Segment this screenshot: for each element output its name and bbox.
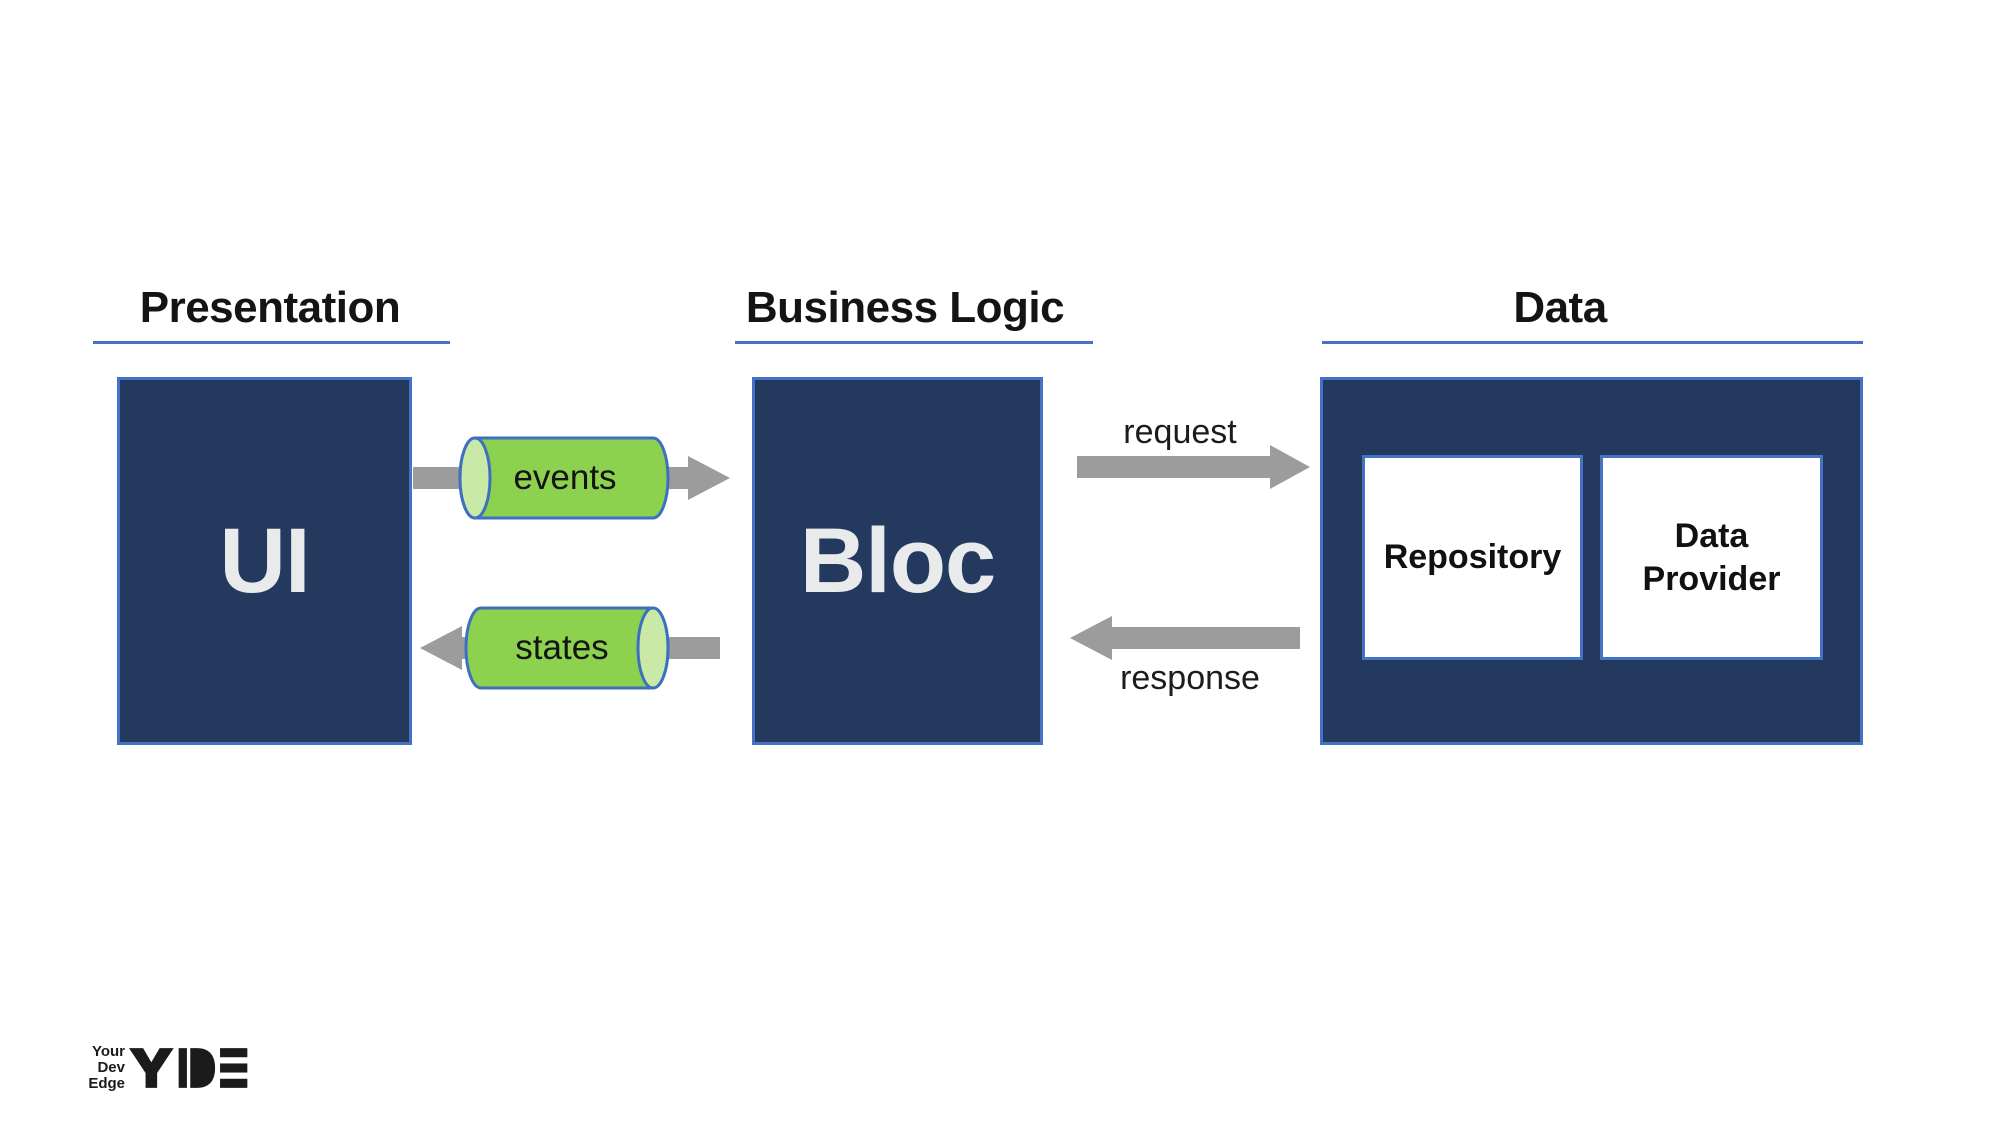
events-label: events bbox=[513, 458, 617, 497]
request-arrow-head bbox=[1270, 445, 1310, 489]
data-provider-label: Data Provider bbox=[1642, 516, 1781, 598]
data-heading: Data bbox=[1513, 283, 1607, 332]
yde-logo: Your Dev Edge bbox=[63, 1044, 249, 1092]
ui-box: UI bbox=[117, 377, 412, 745]
yde-logo-tagline: Your Dev Edge bbox=[63, 1044, 125, 1092]
events-arrow-head bbox=[688, 456, 730, 500]
bloc-box-label: Bloc bbox=[799, 509, 996, 612]
monogram-letter-d-stem bbox=[178, 1048, 187, 1088]
yde-monogram bbox=[129, 1048, 248, 1088]
monogram-letter-e-bar3 bbox=[220, 1078, 248, 1088]
bloc-box: Bloc bbox=[752, 377, 1043, 745]
monogram-letter-e-bar2 bbox=[220, 1063, 248, 1073]
data-provider-box: Data Provider bbox=[1600, 455, 1823, 660]
logo-tagline-line3: Edge bbox=[88, 1075, 125, 1092]
request-arrow-shaft bbox=[1077, 456, 1270, 478]
ui-box-label: UI bbox=[219, 509, 311, 612]
presentation-heading: Presentation bbox=[139, 283, 401, 332]
logo-tagline-line2: Dev bbox=[97, 1059, 125, 1076]
data-box: Repository Data Provider bbox=[1320, 377, 1863, 745]
events-stream-graphic bbox=[413, 436, 730, 520]
response-arrow-shaft bbox=[1112, 627, 1300, 649]
logo-tagline-line1: Your bbox=[91, 1043, 125, 1060]
response-arrow-head bbox=[1070, 616, 1112, 660]
states-stream-graphic bbox=[420, 606, 720, 690]
repository-box: Repository bbox=[1362, 455, 1583, 660]
request-label: request bbox=[1123, 413, 1237, 451]
events-cylinder-cap bbox=[458, 436, 492, 520]
states-arrow-head bbox=[420, 626, 462, 670]
states-label: states bbox=[515, 628, 609, 667]
response-label: response bbox=[1120, 659, 1260, 697]
monogram-letter-y bbox=[129, 1048, 174, 1088]
request-arrow bbox=[1077, 445, 1310, 489]
business-logic-heading: Business Logic bbox=[745, 283, 1065, 332]
presentation-underline bbox=[93, 341, 450, 344]
monogram-letter-d-bowl bbox=[190, 1048, 216, 1088]
monogram-letter-e-bar1 bbox=[220, 1048, 248, 1058]
repository-label: Repository bbox=[1383, 538, 1562, 577]
data-underline bbox=[1322, 341, 1863, 344]
response-arrow bbox=[1070, 616, 1300, 660]
business-logic-underline bbox=[735, 341, 1093, 344]
states-cylinder-cap bbox=[636, 606, 670, 690]
